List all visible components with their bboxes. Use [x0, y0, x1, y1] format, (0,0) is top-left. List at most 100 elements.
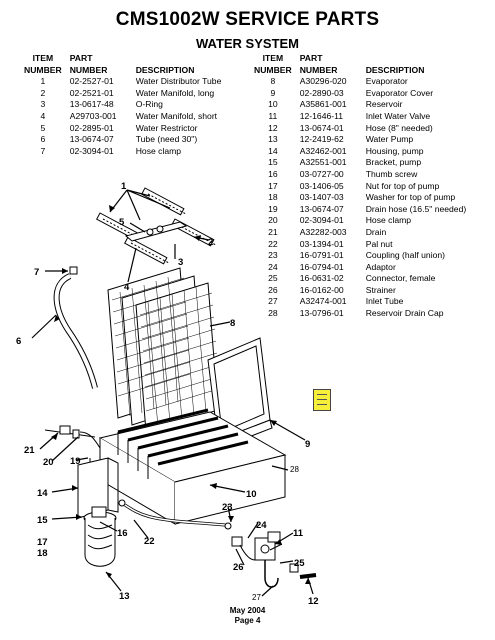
- header-item-2: NUMBER: [24, 64, 62, 75]
- part-number: 03-1394-01: [299, 238, 344, 249]
- header-description: DESCRIPTION: [365, 64, 425, 75]
- part-number: A32474-001: [299, 296, 347, 307]
- footer-date: May 2004: [229, 606, 266, 615]
- item-number: 11: [268, 110, 278, 121]
- part-number: 03-0727-00: [299, 168, 344, 179]
- part-number: 13-0796-01: [299, 308, 344, 319]
- part-number: 16-0631-02: [299, 273, 344, 284]
- part-description: Strainer: [365, 284, 396, 295]
- part-number: 02-2895-01: [69, 122, 114, 133]
- item-number: 3: [40, 99, 46, 110]
- header-part-2: NUMBER: [299, 64, 338, 75]
- callout-10: 10: [246, 489, 257, 500]
- header-description: DESCRIPTION: [135, 64, 195, 75]
- table-row: 6 13-0674-07 Tube (need 30"): [24, 134, 256, 146]
- callout-13: 13: [119, 591, 130, 602]
- callout-15: 15: [37, 515, 48, 526]
- part-number: A30296-020: [299, 76, 347, 87]
- item-number: 18: [268, 192, 278, 203]
- part-description: Coupling (half union): [365, 250, 446, 261]
- callout-8: 8: [230, 318, 235, 329]
- part-description: Hose clamp: [365, 215, 412, 226]
- callout-4: 4: [124, 282, 130, 293]
- callout-26: 26: [233, 562, 244, 573]
- water-pump: [83, 506, 117, 567]
- part-number: 02-2521-01: [69, 87, 114, 98]
- item-number: 20: [268, 215, 278, 226]
- callout-9: 9: [305, 439, 310, 450]
- item-number: 15: [268, 157, 278, 168]
- item-number: 22: [268, 238, 278, 249]
- callout-17: 17: [37, 537, 48, 548]
- part-number: 13-0674-07: [69, 134, 114, 145]
- part-description: O-Ring: [135, 99, 163, 110]
- item-number: 5: [40, 122, 46, 133]
- callout-18: 18: [37, 548, 48, 559]
- item-number: 6: [40, 134, 46, 145]
- header-item-1: ITEM: [32, 53, 54, 63]
- item-number: 13: [268, 134, 278, 145]
- callout-22: 22: [144, 536, 155, 547]
- part-number: 16-0794-01: [299, 261, 344, 272]
- item-number: 7: [40, 145, 46, 156]
- page-title: CMS1002W SERVICE PARTS: [115, 9, 380, 30]
- callout-11: 11: [293, 528, 304, 539]
- item-number: 23: [268, 250, 278, 261]
- item-number: 28: [268, 308, 278, 319]
- exploded-diagram: 1 2 3 4 5 6 7 8 9 10 11 12 13 14 15 16 1…: [16, 181, 319, 607]
- inlet-water-valve: [254, 531, 283, 561]
- section-subtitle: WATER SYSTEM: [195, 36, 300, 51]
- part-number: 13-0674-07: [299, 203, 344, 214]
- part-description: Drain: [365, 226, 387, 237]
- header-part-2: NUMBER: [69, 64, 108, 75]
- callout-12: 12: [308, 596, 319, 607]
- part-description: Evaporator: [365, 76, 408, 87]
- callout-2: 2: [208, 237, 213, 248]
- part-description: Bracket, pump: [365, 157, 422, 168]
- part-description: Adaptor: [365, 261, 396, 272]
- item-number: 8: [270, 76, 276, 87]
- callout-3: 3: [178, 257, 183, 268]
- callout-16: 16: [117, 528, 128, 539]
- callout-7: 7: [34, 267, 39, 278]
- part-number: A32282-003: [299, 226, 347, 237]
- header-part-1: PART: [299, 53, 323, 63]
- part-description: Reservoir: [365, 99, 403, 110]
- table-row: 5 02-2895-01 Water Restrictor: [24, 123, 256, 135]
- callout-1: 1: [121, 181, 127, 192]
- callout-21: 21: [24, 445, 35, 456]
- part-description: Inlet Water Valve: [365, 110, 431, 121]
- part-description: Tube (need 30"): [135, 134, 198, 145]
- part-description: Washer for top of pump: [365, 192, 456, 203]
- item-number: 25: [268, 273, 278, 284]
- leader-lines: [31, 189, 314, 597]
- part-number: 03-1406-05: [299, 180, 344, 191]
- item-number: 26: [268, 284, 278, 295]
- table-row: 3 13-0617-48 O-Ring: [24, 99, 256, 111]
- part-number: 02-2527-01: [69, 76, 114, 87]
- part-description: Housing, pump: [365, 145, 424, 156]
- part-description: Reservoir Drain Cap: [365, 308, 444, 319]
- part-description: Water Restrictor: [135, 122, 198, 133]
- item-number: 10: [268, 99, 278, 110]
- callout-28: 28: [290, 465, 299, 474]
- part-number: 13-0617-48: [69, 99, 114, 110]
- part-number: 12-2419-62: [299, 134, 344, 145]
